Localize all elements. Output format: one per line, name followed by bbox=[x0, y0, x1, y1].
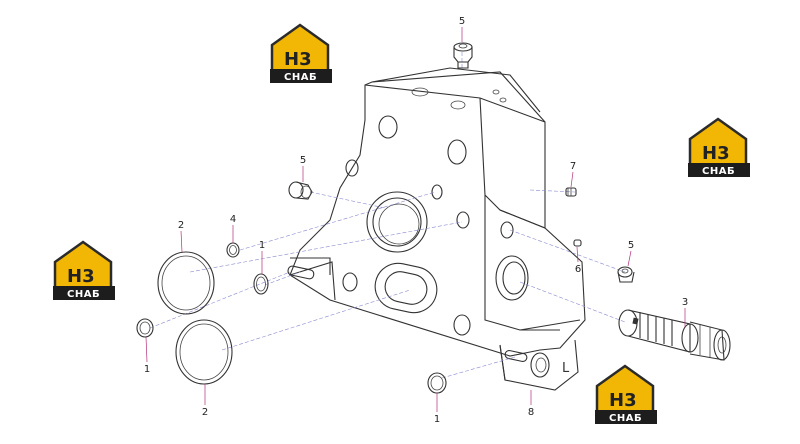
callout-4: 4 bbox=[230, 214, 236, 225]
callout-7: 7 bbox=[570, 161, 576, 172]
watermark-text: СНАБ bbox=[67, 289, 100, 300]
oring-2b bbox=[175, 319, 233, 385]
pin-6 bbox=[573, 239, 582, 247]
oring-2a bbox=[157, 251, 215, 315]
callout-5-mid: 5 bbox=[300, 155, 306, 166]
watermark-letters: H3 bbox=[609, 390, 637, 411]
watermark-text: СНАБ bbox=[609, 413, 642, 424]
body-holes bbox=[287, 87, 550, 378]
watermark-letters: H3 bbox=[67, 266, 95, 287]
leader-lines bbox=[145, 27, 686, 412]
callouts: 5 5 5 7 6 4 1 2 1 2 3 1 8 bbox=[144, 16, 688, 425]
plug-top bbox=[453, 42, 473, 69]
port-mark-L: L bbox=[562, 361, 570, 376]
oring-1c bbox=[427, 372, 447, 394]
watermark-letters: H3 bbox=[702, 143, 730, 164]
watermark-letters: H3 bbox=[284, 49, 312, 70]
watermark-text: СНАБ bbox=[284, 72, 317, 83]
oring-1a bbox=[253, 273, 269, 295]
oring-1b bbox=[136, 318, 154, 338]
watermark-logo-2: H3 СНАБ bbox=[688, 117, 750, 177]
callout-3: 3 bbox=[682, 297, 688, 308]
watermark-text: СНАБ bbox=[702, 166, 735, 177]
plug-mid bbox=[288, 181, 313, 200]
watermark-logo-1: H3 СНАБ bbox=[270, 23, 332, 83]
screw-7 bbox=[565, 187, 577, 197]
callout-1-bottom: 1 bbox=[434, 414, 440, 425]
callout-2-lower: 2 bbox=[202, 407, 208, 418]
callout-5-right: 5 bbox=[628, 240, 634, 251]
projection-lines bbox=[149, 52, 626, 379]
valve-body bbox=[289, 67, 586, 391]
plug-right bbox=[617, 266, 635, 283]
watermark-logo-3: H3 СНАБ bbox=[53, 240, 115, 300]
cartridge-valve-3 bbox=[618, 309, 731, 361]
watermark-logo-4: H3 СНАБ bbox=[595, 364, 657, 424]
callout-1-left: 1 bbox=[144, 364, 150, 375]
callout-8: 8 bbox=[528, 407, 534, 418]
callout-5-top: 5 bbox=[459, 16, 465, 27]
callout-6: 6 bbox=[575, 264, 581, 275]
callout-2-upper: 2 bbox=[178, 220, 184, 231]
callout-1-upper: 1 bbox=[259, 240, 265, 251]
